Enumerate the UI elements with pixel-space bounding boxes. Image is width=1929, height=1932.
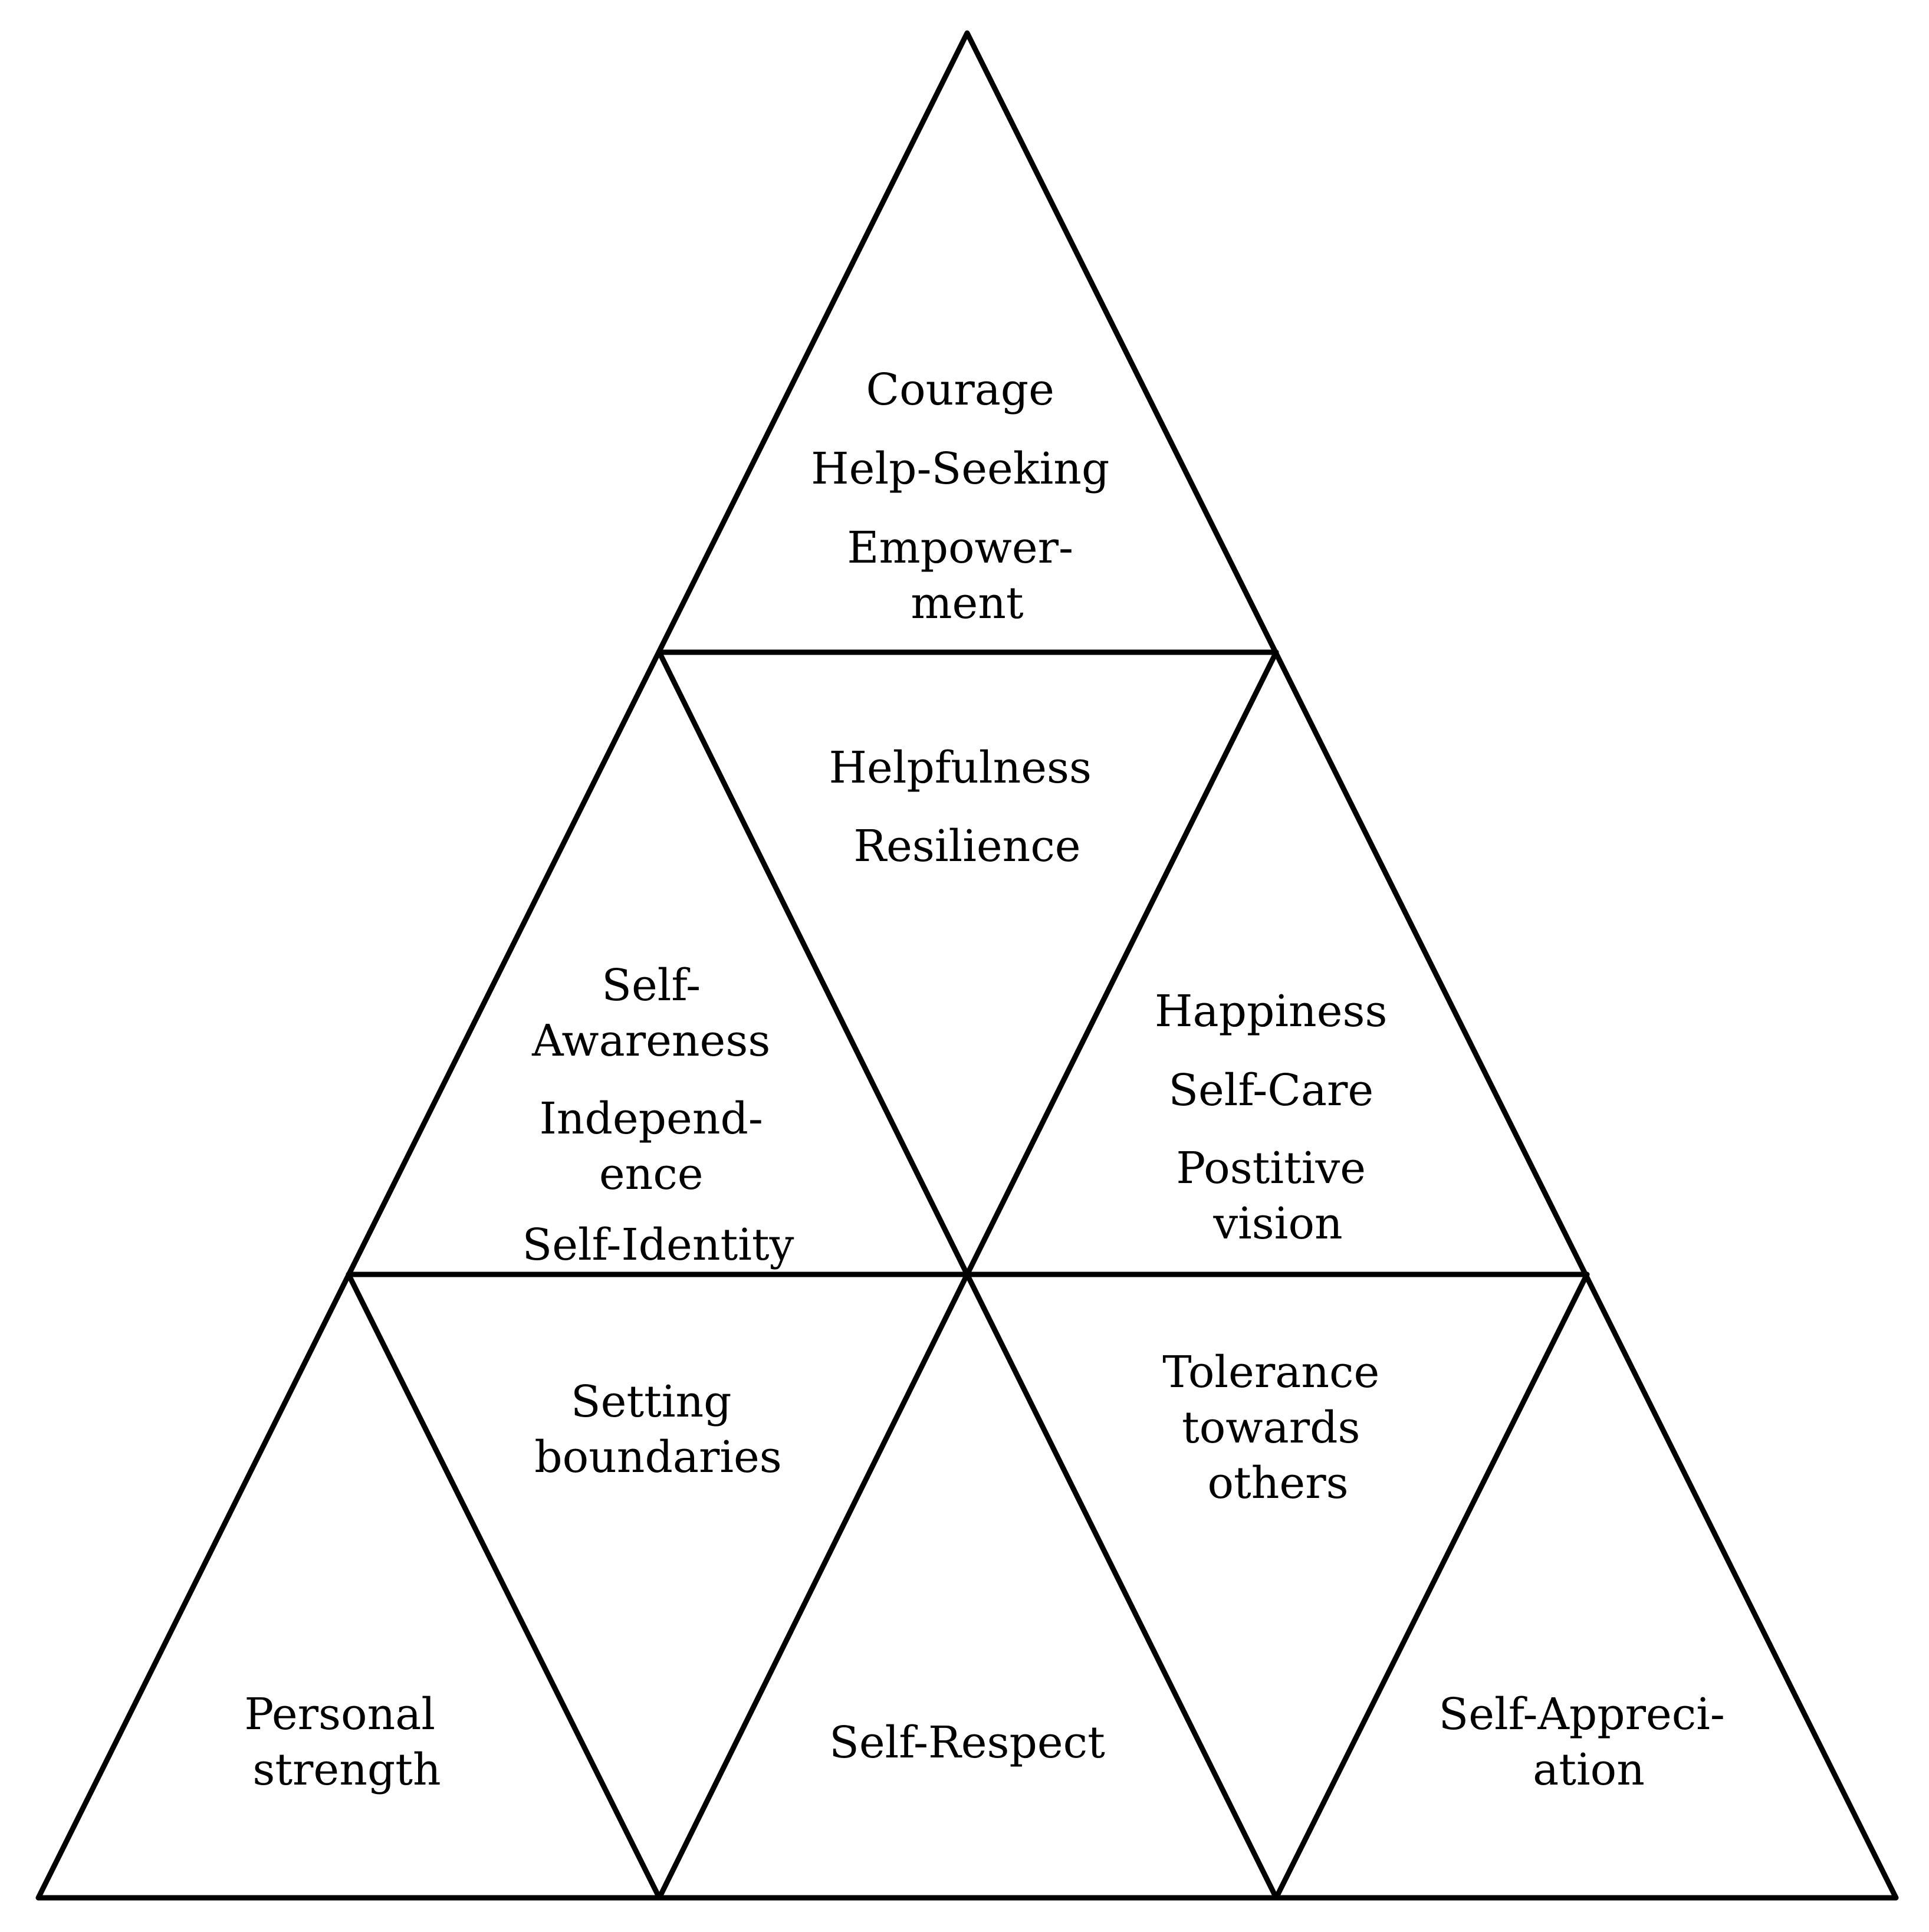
edge-bottom-1	[346, 1271, 662, 1901]
cell-middle-right-label: Happiness Self-Care Postitive vision	[1155, 986, 1401, 1249]
cell-top-line: ment	[911, 578, 1024, 629]
cell-middle-right-line: vision	[1212, 1198, 1342, 1249]
cell-bottom-inner-left-line: Setting	[571, 1376, 732, 1427]
cell-middle-left-label: Self- Awareness Independ- ence Self-Iden…	[522, 960, 794, 1270]
cell-top-label: Courage Help-Seeking Empower- ment	[811, 364, 1123, 629]
cell-middle-left-line: ence	[599, 1149, 704, 1200]
cell-middle-center-line: Resilience	[853, 821, 1080, 872]
cell-bottom-inner-right-label: Tolerance towards others	[1162, 1347, 1394, 1509]
edge-bottom-4	[1273, 1271, 1590, 1901]
cell-bottom-right-label: Self-Appreci- ation	[1439, 1689, 1739, 1795]
cell-bottom-inner-right-line: towards	[1182, 1402, 1360, 1453]
cell-bottom-left-line: Personal	[244, 1689, 435, 1740]
cell-middle-right-line: Postitive	[1176, 1143, 1366, 1194]
cell-bottom-inner-right-line: Tolerance	[1162, 1347, 1379, 1398]
cell-bottom-left-line: strength	[252, 1744, 441, 1795]
cell-bottom-right-line: ation	[1533, 1744, 1645, 1795]
outer-triangle	[35, 30, 1899, 1901]
cell-middle-right-line: Self-Care	[1168, 1065, 1373, 1116]
cell-bottom-right-line: Self-Appreci-	[1439, 1689, 1725, 1740]
cell-bottom-inner-left-line: boundaries	[534, 1432, 782, 1483]
edge-middle-inner-left	[656, 649, 970, 1277]
cell-bottom-inner-left-label: Setting boundaries	[534, 1376, 782, 1483]
cell-bottom-center-label: Self-Respect	[829, 1717, 1105, 1768]
cell-middle-center-line: Helpfulness	[829, 742, 1091, 793]
cell-bottom-inner-right-line: others	[1207, 1458, 1348, 1509]
cell-middle-left-line: Awareness	[531, 1016, 770, 1066]
cell-top-line: Empower-	[847, 523, 1073, 573]
cell-bottom-center-line: Self-Respect	[829, 1717, 1105, 1768]
edge-middle-inner-right	[964, 649, 1279, 1277]
cell-middle-left-line: Independ-	[540, 1093, 763, 1144]
edge-bottom-3	[964, 1271, 1279, 1901]
cell-middle-right-line: Happiness	[1155, 986, 1387, 1037]
cell-middle-left-line: Self-	[602, 960, 701, 1011]
cell-middle-center-label: Helpfulness Resilience	[829, 742, 1105, 872]
edge-bottom-2	[656, 1271, 970, 1901]
cell-middle-left-line: Self-Identity	[522, 1220, 794, 1270]
cell-top-line: Help-Seeking	[811, 443, 1109, 494]
cell-top-line: Courage	[866, 364, 1054, 415]
cell-bottom-left-label: Personal strength	[244, 1689, 449, 1795]
